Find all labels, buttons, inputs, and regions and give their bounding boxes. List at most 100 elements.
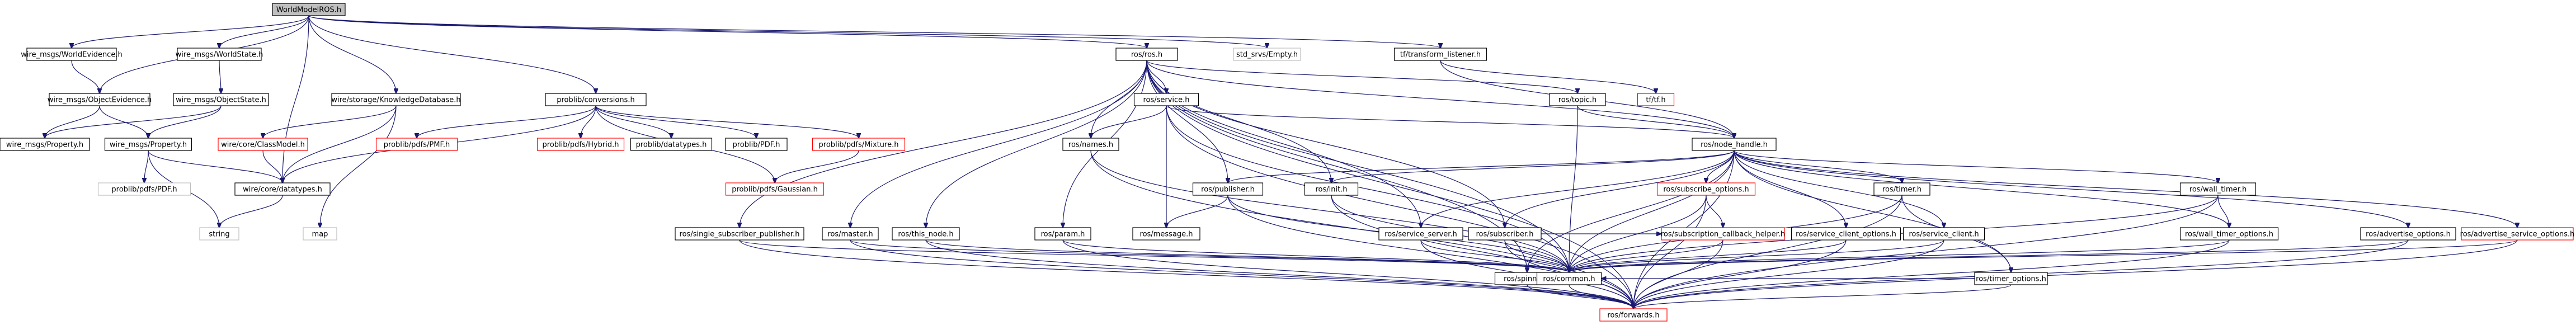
node-label: ros/node_handle.h [1701,141,1768,149]
node-box [725,182,825,196]
edge-n5-to-n35 [1146,60,1421,228]
node-ros-publisher-h[interactable]: ros/publisher.h [1192,182,1264,196]
edge-n5-to-n36 [1146,60,1505,228]
node-ros-param-h[interactable]: ros/param.h [1034,227,1091,241]
node-tf-transform-listener-h[interactable]: tf/transform_listener.h [1393,48,1487,61]
node-label: ros/common.h [1543,275,1595,284]
node-box [234,182,331,196]
node-ros-wall-timer-options-h[interactable]: ros/wall_timer_options.h [2179,227,2279,241]
node-wire-msgs-property-h[interactable]: wire_msgs/Property.h [0,138,90,151]
node-wire-storage-knowledgedatabase-h[interactable]: wire/storage/KnowledgeDatabase.h [331,93,461,106]
node-wire-core-datatypes-h[interactable]: wire/core/datatypes.h [234,182,331,196]
node-ros-init-h[interactable]: ros/init.h [1304,182,1359,196]
node-label: problib/pdfs/Mixture.h [819,141,899,149]
edge-n23-to-n24 [1091,105,1167,138]
edge-n5-to-n48 [1146,60,1569,272]
node-ros-subscribe-options-h[interactable]: ros/subscribe_options.h [1656,182,1756,196]
node-ros-forwards-h[interactable]: ros/forwards.h [1599,308,1668,322]
node-problib-conversions-h[interactable]: problib/conversions.h [545,93,647,106]
node-box [1692,138,1777,151]
edge-n29-to-n49 [850,239,1633,309]
edge-n0-to-n6 [308,15,1267,48]
node-ros-timer-h[interactable]: ros/timer.h [1873,182,1930,196]
node-ros-wall-timer-h[interactable]: ros/wall_timer.h [2179,182,2257,196]
node-ros-topic-h[interactable]: ros/topic.h [1549,93,1606,106]
node-problib-pdfs-mixture-h[interactable]: problib/pdfs/Mixture.h [812,138,906,151]
node-box [199,227,239,241]
edge-n43-to-n49 [1633,284,2012,309]
node-std-srvs-empty-h[interactable]: std_srvs/Empty.h [1233,48,1301,61]
node-ros-ros-h[interactable]: ros/ros.h [1115,48,1178,61]
node-wire-msgs-objectstate-h[interactable]: wire_msgs/ObjectState.h [173,93,269,106]
node-problib-pdfs-pdf-h[interactable]: problib/pdfs/PDF.h [97,182,191,196]
node-ros-subscriber-h[interactable]: ros/subscriber.h [1468,227,1542,241]
edge-n31-to-n49 [1062,239,1633,309]
node-wire-core-classmodel-h[interactable]: wire/core/ClassModel.h [218,138,308,151]
node-ros-advertise-options-h[interactable]: ros/advertise_options.h [2360,227,2456,241]
edge-n45-to-n48 [1569,239,2230,272]
node-string[interactable]: string [199,227,239,241]
node-problib-datatypes-h[interactable]: problib/datatypes.h [630,138,713,151]
node-label: map [312,230,328,239]
node-label: ros/publisher.h [1201,186,1255,194]
node-ros-names-h[interactable]: ros/names.h [1062,138,1119,151]
node-ros-node-handle-h[interactable]: ros/node_handle.h [1692,138,1777,151]
edge-n25-to-n27 [1577,105,1734,138]
node-ros-common-h[interactable]: ros/common.h [1536,272,1602,285]
node-ros-service-server-h[interactable]: ros/service_server.h [1378,227,1463,241]
edge-n40-to-n49 [1633,195,1902,309]
node-label: wire/core/datatypes.h [243,186,322,194]
node-tf-tf-h[interactable]: tf/tf.h [1637,93,1675,106]
node-ros-advertise-service-options-h[interactable]: ros/advertise_service_options.h [2460,227,2575,241]
node-ros-subscription-callback-helper-h[interactable]: ros/subscription_callback_helper.h [1661,227,1785,241]
node-box [26,48,117,61]
node-problib-pdf-h[interactable]: problib/PDF.h [725,138,788,151]
node-worldmodelros-h[interactable]: WorldModelROS.h [272,3,346,16]
node-box [1378,227,1463,241]
edge-n48-to-n49 [1569,284,1633,309]
edge-n42-to-n49 [1633,239,1944,309]
node-box [1791,227,1901,241]
node-ros-message-h[interactable]: ros/message.h [1132,227,1200,241]
node-label: problib/conversions.h [557,96,634,105]
node-label: ros/ros.h [1131,51,1162,59]
node-wire-msgs-worldevidence-h[interactable]: wire_msgs/WorldEvidence.h [21,48,123,61]
node-box [1549,93,1606,106]
node-label: tf/transform_listener.h [1400,51,1481,59]
node-map[interactable]: map [303,227,337,241]
node-label: wire/core/ClassModel.h [221,141,305,149]
node-wire-msgs-property-h[interactable]: wire_msgs/Property.h [104,138,192,151]
node-label: ros/master.h [827,230,873,239]
node-ros-master-h[interactable]: ros/master.h [822,227,879,241]
node-box [177,48,262,61]
node-box [892,227,960,241]
node-ros-service-h[interactable]: ros/service.h [1133,93,1199,106]
node-ros-service-client-h[interactable]: ros/service_client.h [1902,227,1985,241]
node-ros-timer-options-h[interactable]: ros/timer_options.h [1974,272,2048,285]
node-ros-service-client-options-h[interactable]: ros/service_client_options.h [1791,227,1901,241]
node-box [1133,93,1199,106]
node-label: ros/service_server.h [1384,230,1457,239]
edge-n21-to-n22 [775,150,859,183]
node-box [1304,182,1359,196]
node-box [1115,48,1178,61]
edge-n5-to-n32 [1146,60,1228,183]
node-problib-pdfs-gaussian-h[interactable]: problib/pdfs/Gaussian.h [725,182,825,196]
node-ros-this-node-h[interactable]: ros/this_node.h [892,227,960,241]
node-box [1974,272,2048,285]
node-ros-single-subscriber-publisher-h[interactable]: ros/single_subscriber_publisher.h [675,227,804,241]
edge-n41-to-n48 [1569,239,1847,272]
edge-n25-to-n48 [1569,105,1578,272]
edge-n7-to-n26 [1440,60,1656,93]
edge-n37-to-n49 [1527,284,1633,309]
edge-n5-to-n25 [1146,60,1577,93]
node-problib-pdfs-hybrid-h[interactable]: problib/pdfs/Hybrid.h [536,138,625,151]
node-wire-msgs-worldstate-h[interactable]: wire_msgs/WorldState.h [176,48,263,61]
node-wire-msgs-objectevidence-h[interactable]: wire_msgs/ObjectEvidence.h [48,93,152,106]
edge-n24-to-n48 [1090,150,1569,272]
edge-n11-to-n12 [144,150,149,183]
node-problib-pdfs-pmf-h[interactable]: problib/pdfs/PMF.h [375,138,458,151]
node-box [1656,182,1756,196]
node-box [2360,227,2456,241]
edge-n13-to-n14 [262,150,282,183]
